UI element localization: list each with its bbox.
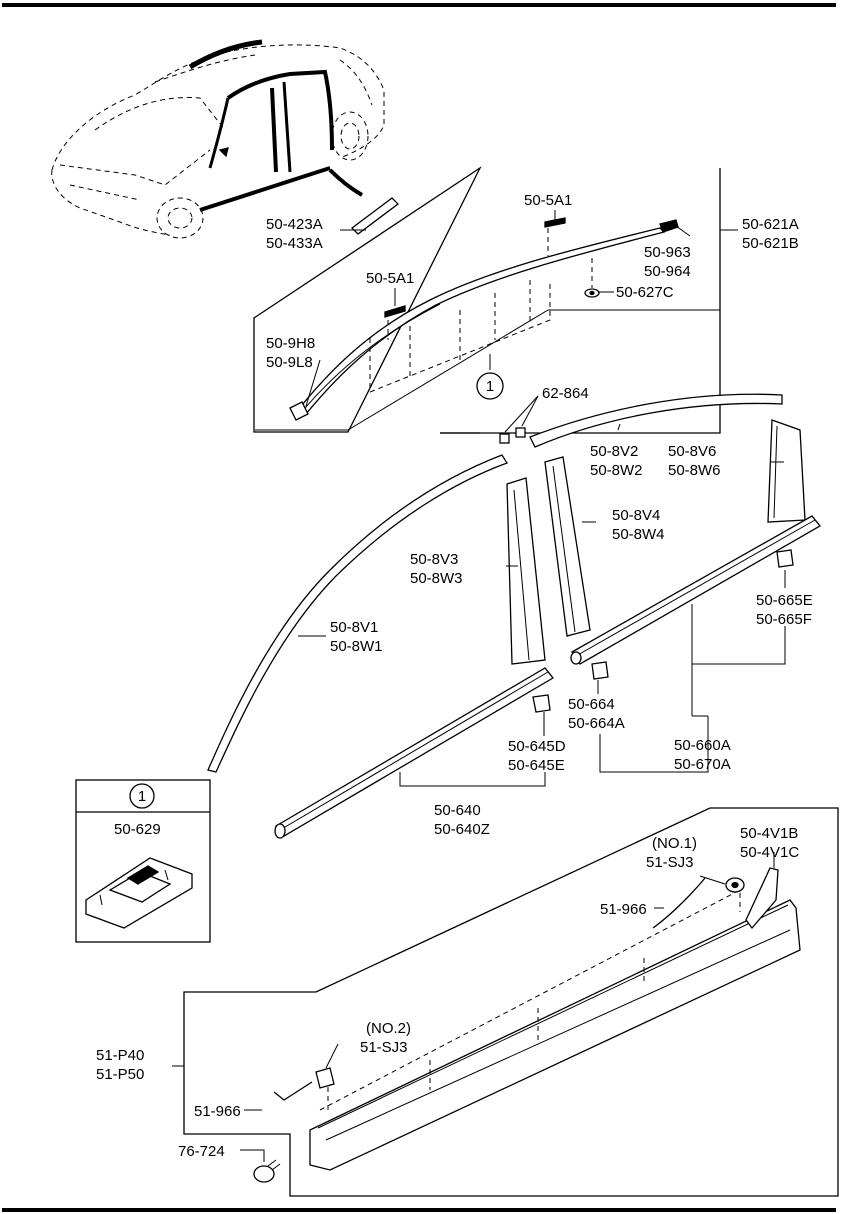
leader-lines [172,210,786,1162]
callout-51-sj3-no1: (NO.1)51-SJ3 [646,835,697,871]
callout-62-864: 62-864 [542,385,589,402]
callout-50-5a1-lower: 50-5A1 [366,270,414,287]
car-illustration [51,39,399,239]
callout-51-966-upper: 51-966 [600,901,647,918]
ref-marker-box-label: 1 [138,788,146,805]
clip-detail-box [75,779,211,943]
ref-marker-box: 1 [129,783,155,809]
roof-molding-panel [253,166,721,434]
callout-76-724: 76-724 [178,1143,225,1160]
side-sill-panel [183,807,839,1197]
callout-51-966-lower: 51-966 [194,1103,241,1120]
ref-marker-roof: 1 [476,372,504,400]
callout-50-629: 50-629 [114,821,161,838]
door-moldings [207,393,821,839]
callout-50-627c: 50-627C [616,284,674,301]
ref-marker-roof-label: 1 [486,378,494,395]
callout-50-5a1-upper: 50-5A1 [524,192,572,209]
callout-51-sj3-no2: (NO.2)51-SJ3 [360,1020,411,1056]
